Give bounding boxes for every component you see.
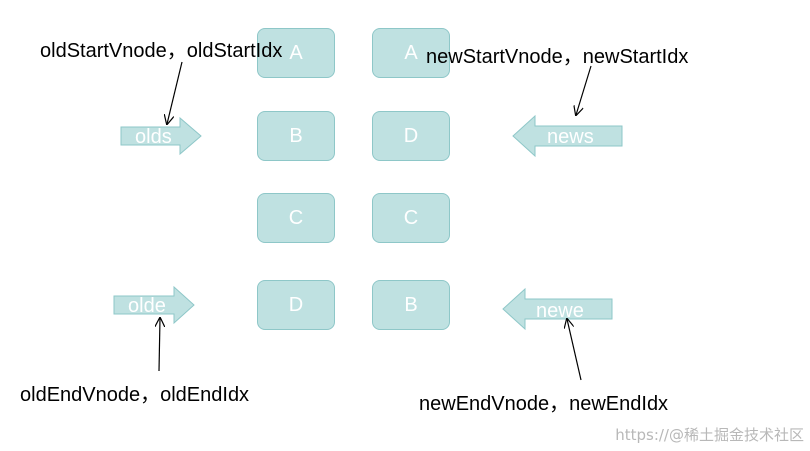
new-node-2: D <box>372 111 450 161</box>
old-start-pointer-line <box>167 61 183 124</box>
new-start-label: newStartVnode，newStartIdx <box>426 46 689 68</box>
old-end-pointer-line <box>159 318 160 372</box>
old-node-1: A <box>257 28 335 78</box>
watermark: https://@稀土掘金技术社区 <box>615 426 804 444</box>
news-arrow: news <box>512 114 623 158</box>
newe-label: newe <box>536 300 584 322</box>
old-node-2: B <box>257 111 335 161</box>
new-end-pointer-line <box>567 319 582 381</box>
old-node-3: C <box>257 193 335 243</box>
new-start-pointer-line <box>576 65 592 115</box>
old-end-label: oldEndVnode，oldEndIdx <box>20 384 250 406</box>
olds-label: olds <box>135 126 172 148</box>
old-node-4: D <box>257 280 335 330</box>
new-node-3: C <box>372 193 450 243</box>
new-node-1: A <box>372 28 450 78</box>
olds-arrow: olds <box>120 116 202 156</box>
news-label: news <box>547 126 594 148</box>
new-node-4: B <box>372 280 450 330</box>
olde-arrow: olde <box>113 285 195 325</box>
new-end-label: newEndVnode，newEndIdx <box>419 393 669 415</box>
old-start-label: oldStartVnode，oldStartIdx <box>40 40 283 62</box>
olde-label: olde <box>128 295 166 317</box>
newe-arrow: newe <box>502 287 613 331</box>
